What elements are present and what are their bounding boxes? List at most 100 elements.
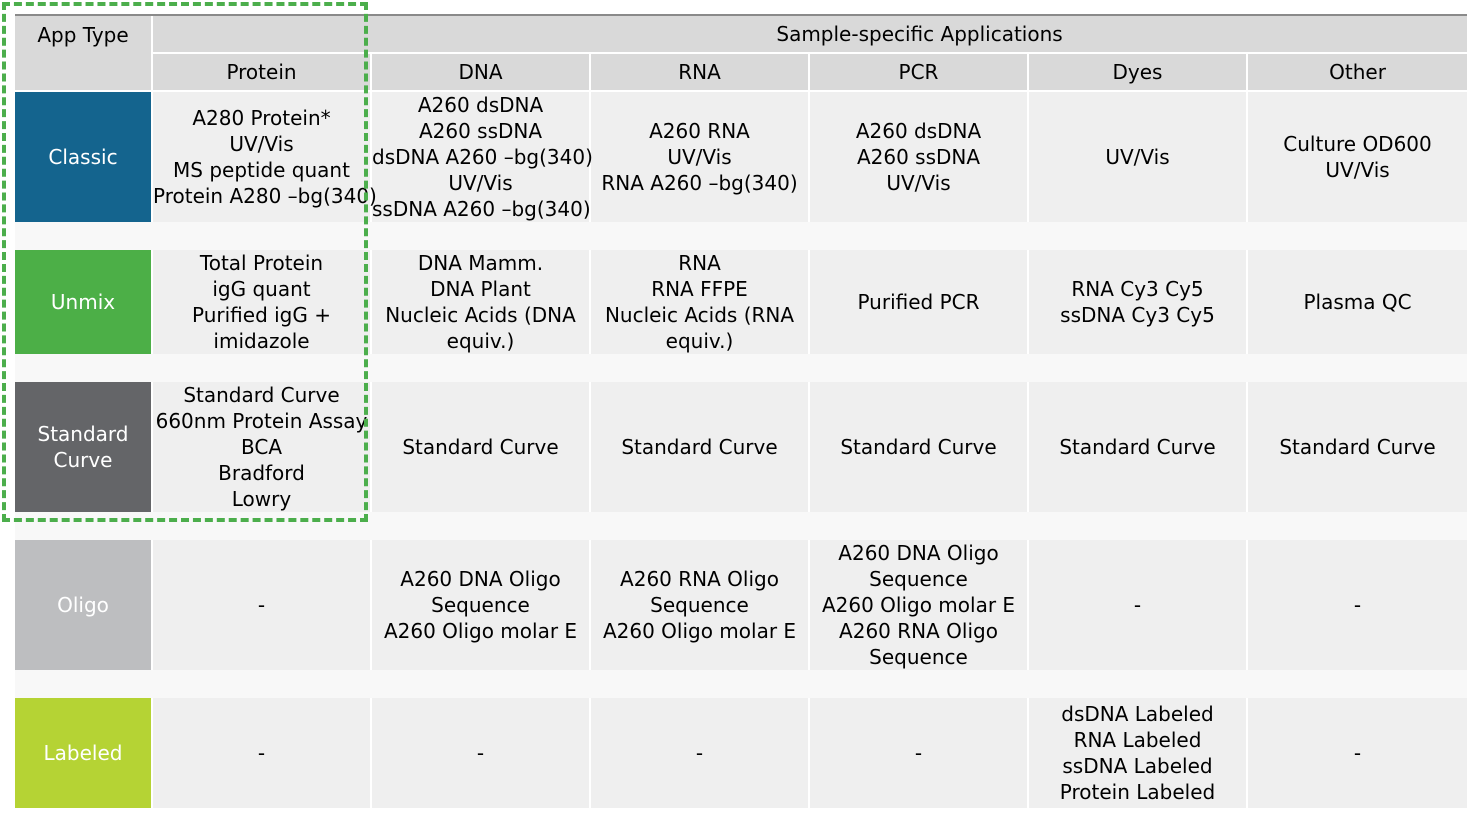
application-name: -: [476, 741, 485, 765]
column-header-rna: RNA: [591, 54, 810, 92]
application-name: Bradford: [218, 461, 305, 485]
application-name: UV/Vis: [667, 145, 732, 169]
app-type-label: Unmix: [50, 290, 116, 314]
application-name: A260 dsDNA: [855, 119, 982, 143]
column-header-dyes: Dyes: [1029, 54, 1248, 92]
cell-unmix-pcr: Purified PCR: [810, 250, 1029, 354]
cell-labeled-dna: -: [372, 698, 591, 808]
row-spacer-cell: [15, 222, 1468, 250]
app-type-label: Classic: [48, 145, 118, 169]
application-name: Nucleic Acids (RNA: [604, 303, 795, 327]
application-name: Plasma QC: [1303, 290, 1412, 314]
app-type-label: Standard: [37, 422, 129, 446]
application-name: Total Protein: [199, 251, 324, 275]
column-header-dna: DNA: [372, 54, 591, 92]
application-name: A260 RNA Oligo: [839, 619, 998, 643]
application-name: Standard Curve: [840, 435, 997, 459]
column-header-pcr: PCR: [810, 54, 1029, 92]
top-rule: [15, 14, 1467, 16]
application-name: A260 ssDNA: [856, 145, 981, 169]
application-name: Standard Curve: [183, 383, 340, 407]
header-row-1: App Type Sample-specific Applications: [15, 16, 1468, 92]
row-spacer-cell: [15, 512, 1468, 540]
app-type-oligo: Oligo: [15, 540, 153, 670]
row-spacer-cell: [15, 670, 1468, 698]
application-name: ssDNA Labeled: [1062, 754, 1213, 778]
application-name: UV/Vis: [448, 171, 513, 195]
application-name: -: [1353, 593, 1362, 617]
application-name: Sequence: [650, 593, 749, 617]
application-name: Lowry: [231, 487, 292, 511]
cell-standard-curve-dyes: Standard Curve: [1029, 382, 1248, 512]
application-name: Protein Labeled: [1059, 780, 1216, 804]
application-name: equiv.): [446, 329, 515, 353]
app-type-labeled: Labeled: [15, 698, 153, 808]
cell-labeled-other: -: [1248, 698, 1468, 808]
column-header-protein: Protein: [153, 54, 372, 92]
application-name: dsDNA Labeled: [1061, 702, 1214, 726]
application-name: dsDNA A260 –bg(340): [372, 145, 593, 169]
row-spacer: [15, 354, 1468, 382]
application-name: A260 DNA Oligo: [400, 567, 561, 591]
application-name: Sequence: [869, 645, 968, 669]
application-name: Sequence: [431, 593, 530, 617]
app-type-header: App Type: [15, 16, 153, 92]
row-spacer: [15, 670, 1468, 698]
cell-standard-curve-other: Standard Curve: [1248, 382, 1468, 512]
application-name: DNA Plant: [430, 277, 531, 301]
sample-specific-header: Sample-specific Applications: [372, 16, 1468, 54]
application-name: MS peptide quant: [173, 158, 350, 182]
application-name: ssDNA A260 –bg(340): [372, 197, 591, 221]
cell-labeled-protein: -: [153, 698, 372, 808]
application-name: Standard Curve: [621, 435, 778, 459]
application-name: -: [914, 741, 923, 765]
application-name: Purified igG +: [192, 303, 331, 327]
app-type-label: Oligo: [57, 593, 109, 617]
cell-oligo-dyes: -: [1029, 540, 1248, 670]
application-name: -: [257, 741, 266, 765]
application-name: imidazole: [213, 329, 310, 353]
application-name: RNA A260 –bg(340): [601, 171, 798, 195]
application-name: igG quant: [212, 277, 311, 301]
application-name: equiv.): [665, 329, 734, 353]
application-name: Nucleic Acids (DNA: [385, 303, 576, 327]
application-name: DNA Mamm.: [417, 251, 544, 275]
application-name: BCA: [240, 435, 282, 459]
application-name: UV/Vis: [229, 132, 294, 156]
application-name: ssDNA Cy3 Cy5: [1060, 303, 1215, 327]
application-name: A260 ssDNA: [418, 119, 543, 143]
cell-oligo-protein: -: [153, 540, 372, 670]
application-name: A260 dsDNA: [417, 93, 544, 117]
cell-classic-dyes: UV/Vis: [1029, 92, 1248, 222]
app-type-label: Labeled: [43, 741, 123, 765]
application-name: -: [1353, 741, 1362, 765]
app-type-unmix: Unmix: [15, 250, 153, 354]
application-name: -: [695, 741, 704, 765]
row-spacer: [15, 512, 1468, 540]
row-spacer-cell: [15, 354, 1468, 382]
cell-standard-curve-pcr: Standard Curve: [810, 382, 1029, 512]
cell-standard-curve-rna: Standard Curve: [591, 382, 810, 512]
row-spacer: [15, 222, 1468, 250]
application-name: Culture OD600: [1283, 132, 1432, 156]
cell-unmix-other: Plasma QC: [1248, 250, 1468, 354]
application-name: UV/Vis: [1325, 158, 1390, 182]
application-name: Protein A280 –bg(340): [153, 184, 377, 208]
